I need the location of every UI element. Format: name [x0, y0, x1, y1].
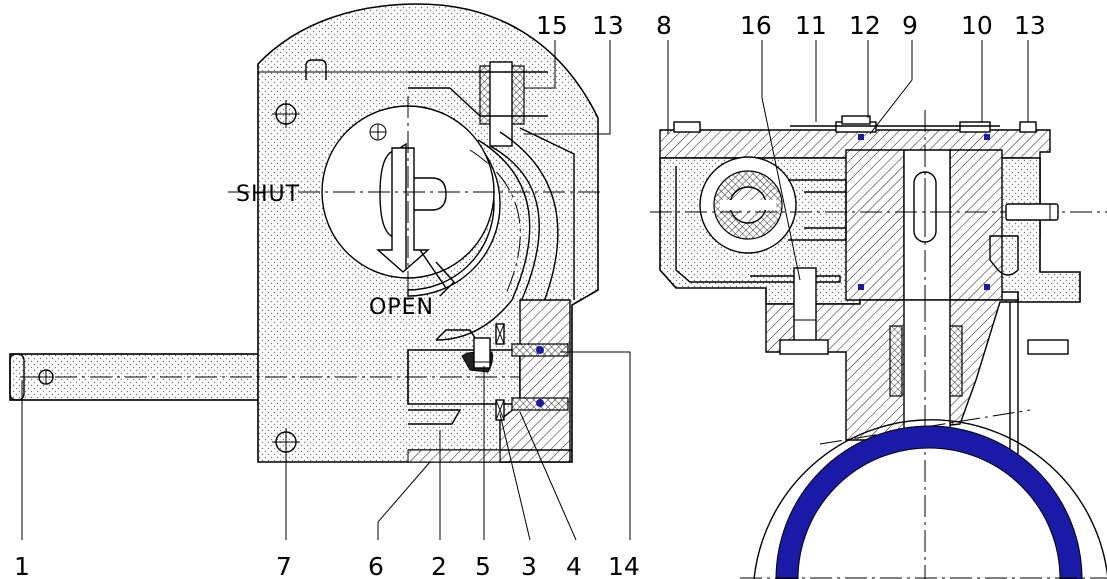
o-ring-bottom	[536, 399, 544, 407]
callout-14: 14	[608, 552, 640, 579]
callouts: 1 7 6 2 5 3 4 14 15 13 8 16 11 12 9 10 1…	[14, 11, 1046, 579]
callout-12: 12	[849, 11, 881, 40]
shut-label: SHUT	[236, 182, 300, 207]
callout-9: 9	[902, 11, 918, 40]
open-label: OPEN	[369, 295, 434, 320]
seal-marker	[858, 134, 864, 140]
callout-6: 6	[368, 552, 384, 579]
callout-13-right: 13	[1014, 11, 1046, 40]
callout-3: 3	[521, 552, 537, 579]
leader-lines	[21, 40, 1029, 541]
o-ring-top	[536, 346, 544, 354]
position-arrow-icon	[376, 147, 430, 273]
callout-4: 4	[566, 552, 582, 579]
callout-16: 16	[740, 11, 772, 40]
section-view	[650, 110, 1107, 579]
callout-7: 7	[276, 552, 292, 579]
callout-15: 15	[536, 11, 568, 40]
valve-seat-liner	[775, 425, 1083, 579]
front-view	[9, 3, 600, 463]
callout-8: 8	[656, 11, 672, 40]
callout-2: 2	[431, 552, 447, 579]
callout-5: 5	[475, 552, 491, 579]
callout-11: 11	[795, 11, 827, 40]
callout-1: 1	[14, 552, 30, 579]
callout-13-left: 13	[592, 11, 624, 40]
callout-10: 10	[961, 11, 993, 40]
valve-body-outline	[753, 419, 1107, 579]
